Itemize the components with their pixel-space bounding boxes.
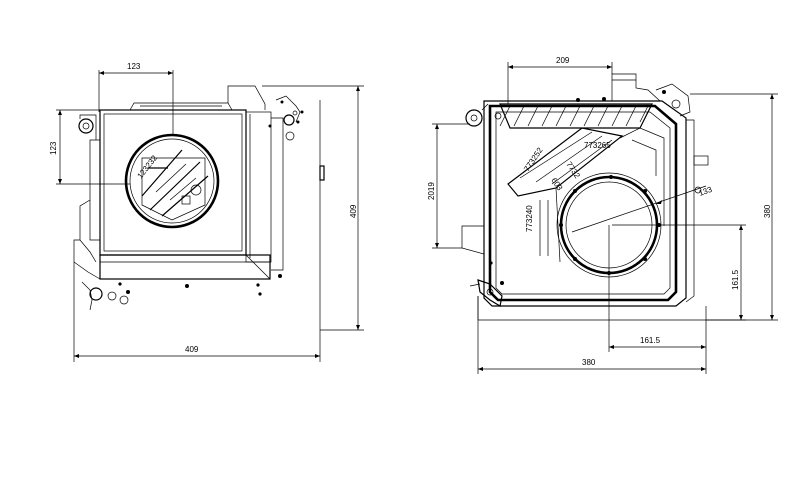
svg-text:380: 380 (763, 204, 772, 218)
svg-text:161.5: 161.5 (731, 269, 740, 290)
right-knob-icon (275, 95, 301, 141)
left-dim-top: 123 (98, 62, 174, 136)
right-outer-body (483, 100, 687, 307)
right-dim-161-vertical: 161.5 (612, 224, 746, 321)
right-dim-left: 2019 (427, 123, 470, 249)
right-left-knob-icon (465, 103, 489, 127)
part-label-5: 773240 (525, 205, 534, 232)
svg-text:123: 123 (49, 141, 58, 155)
right-inner-body (488, 104, 678, 302)
right-bottom-hinge-icon (469, 261, 504, 307)
right-dim-161-horizontal: 161.5 (608, 225, 707, 352)
left-top-step (227, 85, 266, 110)
svg-text:133: 133 (698, 185, 714, 198)
left-dim-right: 409 (262, 85, 364, 331)
svg-text:380: 380 (582, 358, 596, 367)
right-dim-radius: 133 (571, 185, 714, 233)
left-dim-bottom: 409 (73, 262, 321, 362)
svg-text:409: 409 (349, 204, 358, 218)
right-hinge-icon (655, 83, 691, 117)
left-dim-left: 123 (49, 109, 130, 185)
left-part-label: 123232 (135, 153, 159, 180)
svg-text:2019: 2019 (427, 182, 436, 200)
right-top-step (611, 73, 661, 102)
bottom-knobs (81, 274, 282, 311)
left-top-cap (129, 102, 233, 111)
right-diagonal-bricks (507, 127, 624, 263)
part-label-2: 773265 (584, 141, 611, 150)
left-base (99, 254, 271, 280)
right-top-band (499, 103, 653, 129)
left-handle-icon (78, 114, 97, 140)
svg-text:409: 409 (185, 345, 199, 354)
left-left-panel (89, 139, 100, 241)
svg-text:123: 123 (127, 62, 141, 71)
right-view: 773252 773265 7732 603 773240 133 (427, 56, 778, 374)
svg-text:209: 209 (556, 56, 570, 65)
left-flue-opening (124, 133, 220, 229)
right-left-block (461, 225, 485, 270)
svg-text:161.5: 161.5 (640, 336, 661, 345)
part-label-4: 603 (549, 176, 564, 193)
right-dim-top: 209 (507, 56, 613, 104)
right-dim-bottom: 380 (477, 296, 707, 374)
part-label-3: 7732 (564, 160, 582, 180)
left-view: 123232 123 123 409 (49, 62, 364, 362)
